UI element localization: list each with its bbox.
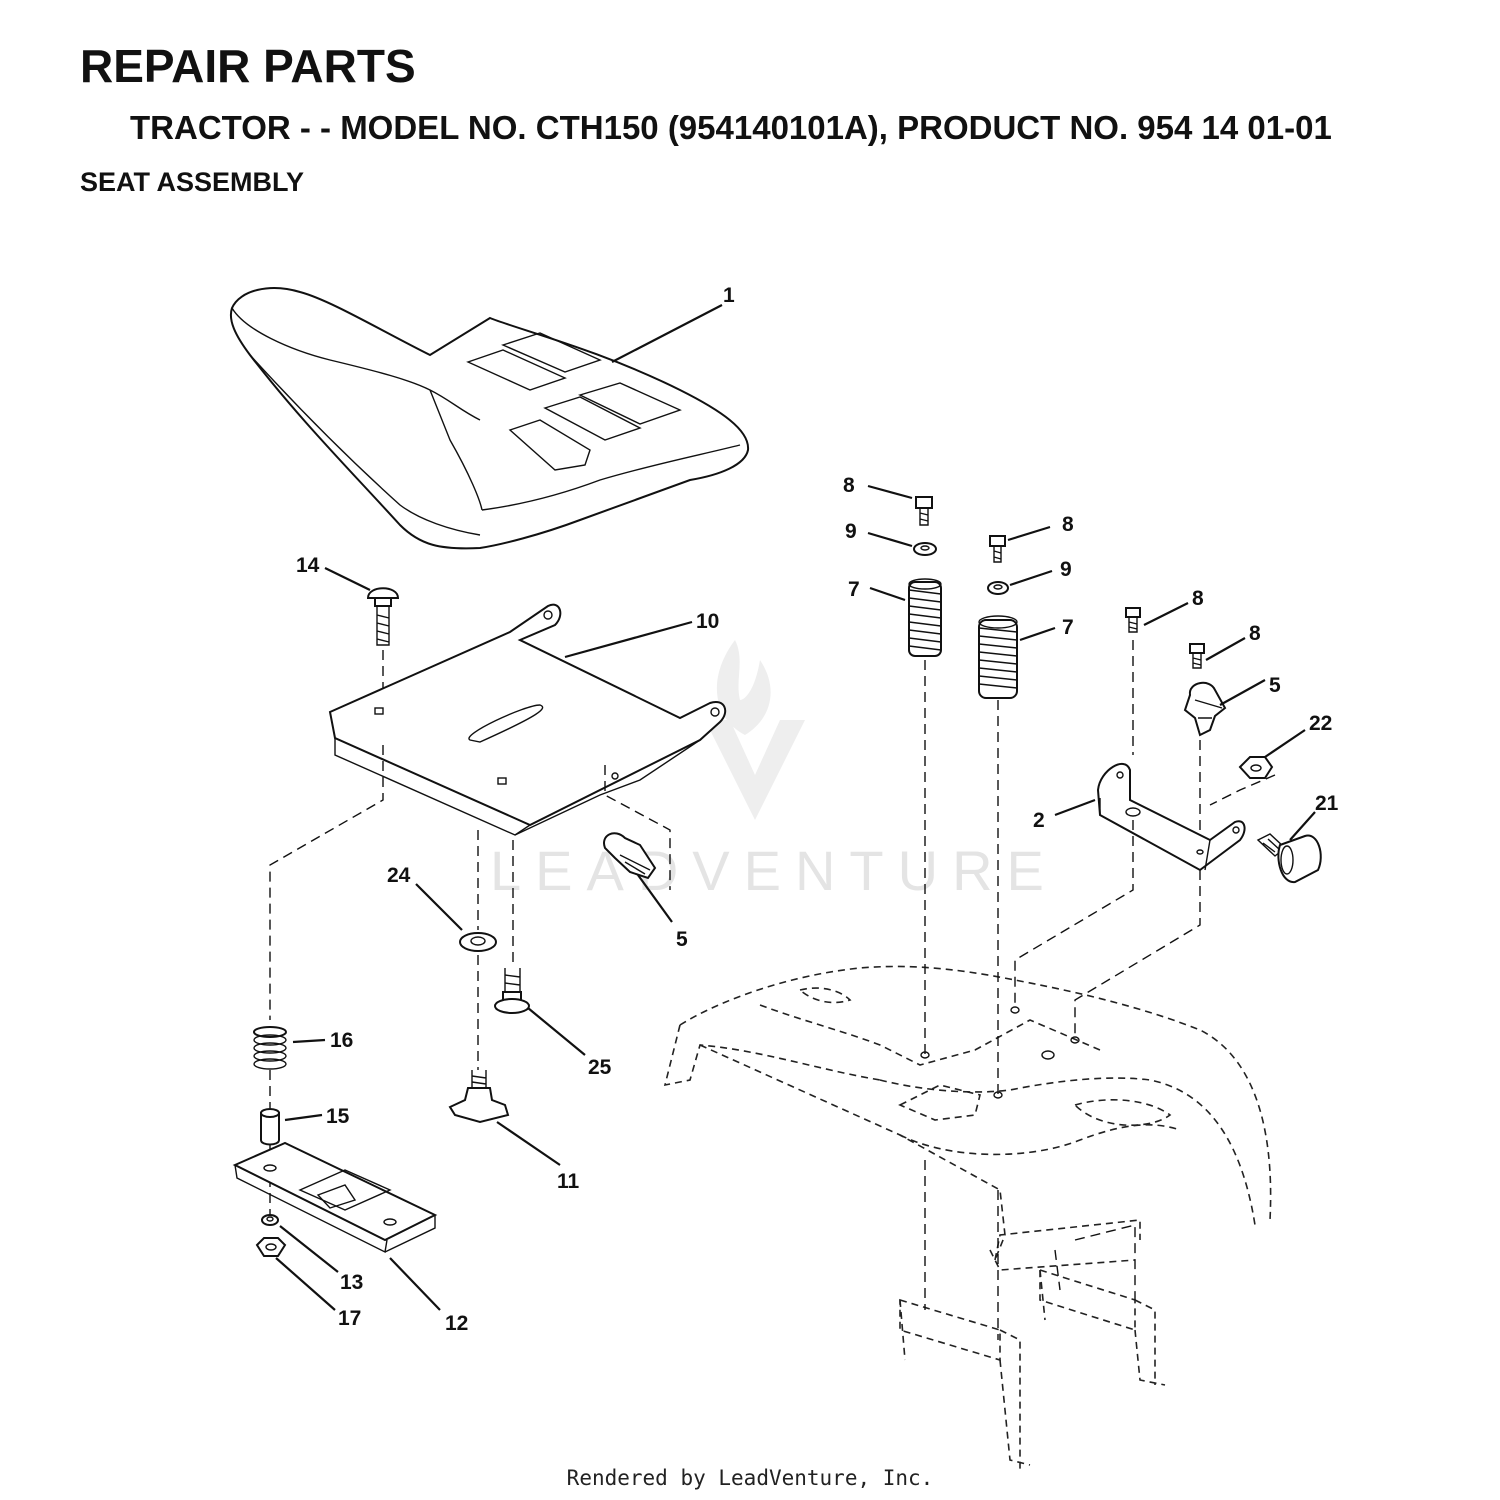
clip-part-5-left: [603, 832, 673, 923]
callout-24: 24: [387, 864, 411, 887]
spacer-part-15: [260, 1108, 323, 1146]
callout-2: 2: [1033, 809, 1045, 832]
shoulder-bolt-part-21: [1256, 811, 1322, 884]
clip-part-5-right: [1183, 679, 1266, 737]
callout-8-d: 8: [1249, 622, 1261, 645]
callout-8-a: 8: [843, 474, 855, 497]
leader-dash: [1209, 774, 1276, 806]
callout-10: 10: [696, 610, 719, 633]
knob-part-11: [448, 1070, 561, 1166]
callout-8-c: 8: [1192, 587, 1204, 610]
callout-22: 22: [1309, 712, 1332, 735]
bolt-part-8-b: [989, 525, 1051, 563]
page-header: REPAIR PARTS TRACTOR - - MODEL NO. CTH15…: [80, 38, 1332, 198]
footer-credit: Rendered by LeadVenture, Inc.: [566, 1466, 934, 1490]
callout-16: 16: [330, 1029, 353, 1052]
section-title: SEAT ASSEMBLY: [80, 167, 305, 197]
spring-part-7-b: [978, 615, 1056, 699]
callout-7-a: 7: [848, 578, 860, 601]
bolt-part-8-c: [1125, 602, 1189, 633]
seat-part-1: [230, 287, 750, 550]
callout-15: 15: [326, 1105, 350, 1128]
callout-17: 17: [338, 1307, 361, 1330]
callout-8-b: 8: [1062, 513, 1074, 536]
callout-5-right: 5: [1269, 674, 1281, 697]
tractor-body-outline: [663, 965, 1272, 1470]
nut-part-17: [255, 1237, 336, 1311]
assembly-dash-lines: [269, 745, 671, 1215]
watermark: LEADVENTURE: [490, 640, 1058, 902]
watermark-text: LEADVENTURE: [490, 839, 1058, 902]
washer-part-9-b: [987, 569, 1053, 595]
callout-7-b: 7: [1062, 616, 1074, 639]
bolt-part-8-a: [867, 484, 933, 526]
spring-part-7-a: [869, 578, 942, 657]
callout-5-left: 5: [676, 928, 688, 951]
model-subtitle: TRACTOR - - MODEL NO. CTH150 (954140101A…: [130, 109, 1332, 146]
callout-1: 1: [723, 284, 735, 307]
callout-9-b: 9: [1060, 558, 1072, 581]
spring-part-16: [253, 1026, 326, 1070]
callout-21: 21: [1315, 792, 1339, 815]
carriage-bolt-part-14: [324, 567, 400, 646]
callout-25: 25: [588, 1056, 612, 1079]
nut-part-22: [1238, 729, 1306, 779]
seat-pan-part-10: [328, 603, 727, 836]
callout-12: 12: [445, 1312, 468, 1335]
callout-9-a: 9: [845, 520, 857, 543]
callout-14: 14: [296, 554, 320, 577]
washer-part-24: [415, 883, 497, 952]
callout-11: 11: [557, 1170, 580, 1193]
callout-13: 13: [340, 1271, 363, 1294]
lock-washer-part-13: [261, 1214, 339, 1273]
washer-part-9-a: [867, 531, 937, 556]
bracket-dash-lines: [1014, 820, 1201, 1300]
bolt-part-8-d: [1189, 637, 1246, 669]
shoulder-bolt-part-25: [494, 968, 586, 1056]
bracket-part-2: [1054, 763, 1246, 872]
plate-part-12: [232, 1141, 441, 1311]
page-title: REPAIR PARTS: [80, 40, 416, 92]
